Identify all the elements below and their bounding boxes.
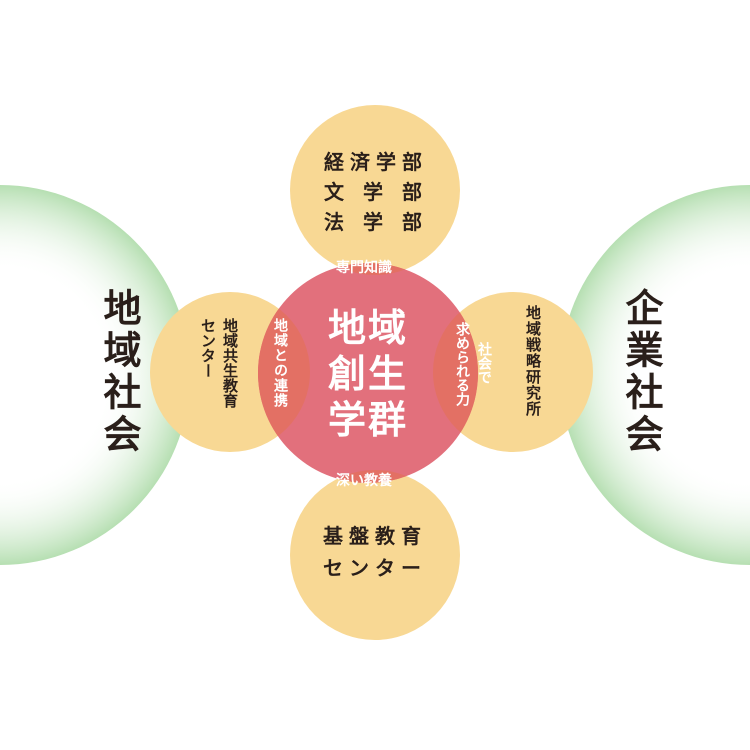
faculty-economics: 経済学部 — [324, 150, 428, 174]
satellite-label-right: 地域戦略研究所 — [524, 305, 542, 417]
faculty-letters: 文 学 部 — [324, 180, 428, 204]
satellite-label-bottom-line1: 基盤教育 — [323, 524, 427, 548]
satellite-circle-right — [433, 292, 593, 452]
center-title-line1: 地域 — [327, 306, 408, 350]
overlap-left — [258, 292, 310, 452]
satellite-label-bottom-line2: センター — [323, 556, 427, 580]
satellite-label-left-line2: センター — [199, 318, 217, 378]
overlap-label-top: 専門知識 — [336, 260, 392, 276]
satellite-label-bottom: 基盤教育 センター — [310, 520, 440, 584]
overlap-label-left: 地域との連携 — [272, 318, 288, 408]
satellite-circle-bottom — [290, 470, 460, 640]
faculty-law: 法 学 部 — [324, 210, 428, 234]
center-title-line3: 学群 — [327, 398, 408, 442]
satellite-circle-top — [290, 105, 460, 275]
center-circle — [258, 263, 478, 483]
satellite-label-top: 経済学部 文 学 部 法 学 部 — [317, 147, 435, 237]
society-label-right: 企業社会 — [619, 288, 663, 456]
center-title-line2: 創生 — [327, 352, 408, 396]
overlap-label-bottom: 深い教養 — [336, 473, 392, 489]
society-arc-left — [0, 185, 190, 565]
society-label-left: 地域社会 — [97, 288, 141, 456]
society-arc-right — [560, 185, 750, 565]
center-title: 地域 創生 学群 — [300, 305, 436, 443]
satellite-label-left-line1: 地域共生教育 — [221, 318, 239, 408]
overlap-label-right-line2: 求められる力 — [454, 322, 470, 406]
overlap-label-right-line1: 社会で — [476, 342, 492, 384]
